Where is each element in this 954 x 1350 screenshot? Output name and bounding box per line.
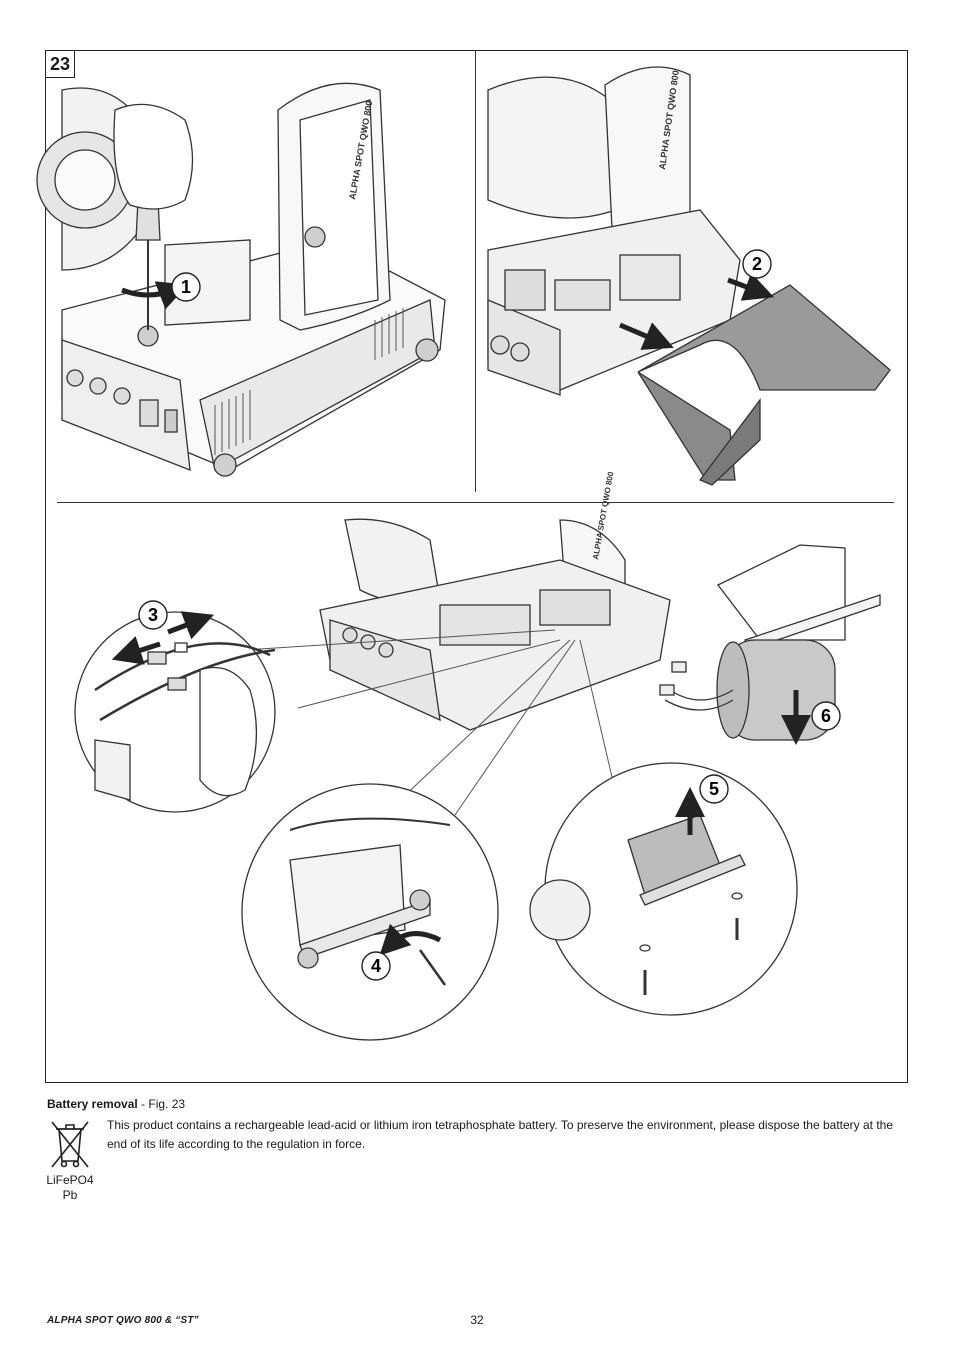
crossed-out-bin-icon — [51, 1121, 89, 1168]
step-6-label: 6 — [821, 706, 831, 726]
panel-divider-horizontal — [57, 502, 894, 503]
panel-bottom-fixture: ALPHA SPOT QWO 800 — [244, 471, 671, 816]
detail-circle-5 — [529, 762, 798, 1016]
unplug-arrow-3a — [111, 636, 161, 665]
caption-heading: Battery removal — [47, 1097, 138, 1111]
caption-title: Battery removal - Fig. 23 — [47, 1097, 185, 1111]
step-3-label: 3 — [148, 605, 158, 625]
detail-circle-3 — [74, 611, 276, 813]
page-number: 32 — [470, 1313, 484, 1327]
unplug-arrow-3b — [167, 611, 215, 640]
step-1-label: 1 — [181, 277, 191, 297]
step-2-label: 2 — [752, 254, 762, 274]
figure-number: 23 — [45, 50, 75, 78]
pull-arrow-2b — [619, 322, 674, 350]
pull-arrow-2a — [727, 272, 775, 301]
weee-label-lifepo4: LiFePO4 — [46, 1173, 94, 1187]
disposal-notice: This product contains a rechargeable lea… — [107, 1118, 894, 1151]
panel-step-2: ALPHA SPOT QWO 800 — [487, 66, 891, 486]
footer-product-name: ALPHA SPOT QWO 800 & “ST” — [47, 1315, 199, 1326]
panel-divider-vertical — [475, 50, 476, 492]
step-4-label: 4 — [371, 956, 381, 976]
weee-disposal-symbol: LiFePO4 Pb — [44, 1117, 96, 1203]
figure-frame — [45, 50, 908, 1083]
step-5-label: 5 — [709, 779, 719, 799]
caption-fig-ref: - Fig. 23 — [137, 1097, 186, 1111]
battery-removal-illustration: ALPHA SPOT QWO 800 1 ALPHA SPOT QWO 800 … — [36, 66, 891, 1041]
battery-unit — [659, 544, 881, 741]
detail-circle-4 — [241, 783, 499, 1041]
rotate-arrow-1 — [121, 281, 189, 310]
rotate-arrow-4 — [379, 923, 442, 956]
weee-label-pb: Pb — [62, 1188, 78, 1202]
panel-step-1: ALPHA SPOT QWO 800 — [36, 82, 446, 477]
